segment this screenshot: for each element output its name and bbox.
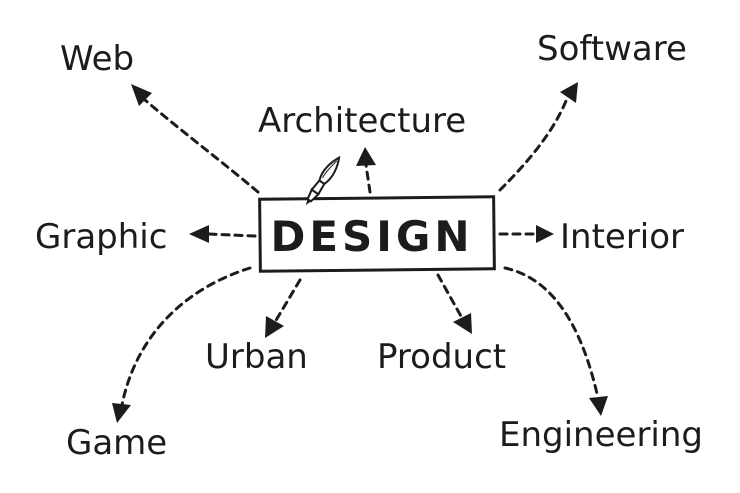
arrowhead-product [453, 313, 472, 334]
edge-urban [273, 278, 302, 324]
edge-graphic [206, 232, 257, 238]
arrowhead-engineering [589, 396, 608, 416]
center-box [258, 195, 496, 273]
node-graphic: Graphic [35, 217, 167, 257]
paintbrush-icon [305, 155, 341, 206]
center-label: DESIGN [270, 212, 473, 261]
arrowhead-software [560, 82, 578, 103]
arrowhead-urban [265, 316, 284, 338]
node-web: Web [60, 39, 134, 79]
edge-engineering [503, 266, 600, 400]
edge-software [498, 94, 570, 192]
edge-architecture [364, 163, 372, 194]
node-urban: Urban [205, 337, 308, 377]
node-product: Product [377, 337, 506, 377]
edge-game [120, 266, 252, 407]
arrowhead-architecture [356, 147, 376, 166]
node-architecture: Architecture [258, 101, 466, 141]
node-engineering: Engineering [499, 415, 703, 455]
arrowhead-interior [536, 225, 554, 243]
node-software: Software [537, 29, 687, 69]
arrowhead-game [112, 403, 131, 423]
arrowhead-web [131, 84, 152, 106]
edge-web [143, 98, 260, 194]
node-game: Game [66, 423, 167, 463]
edge-product [436, 273, 464, 320]
node-interior: Interior [560, 217, 684, 257]
arrowhead-graphic [189, 225, 209, 243]
